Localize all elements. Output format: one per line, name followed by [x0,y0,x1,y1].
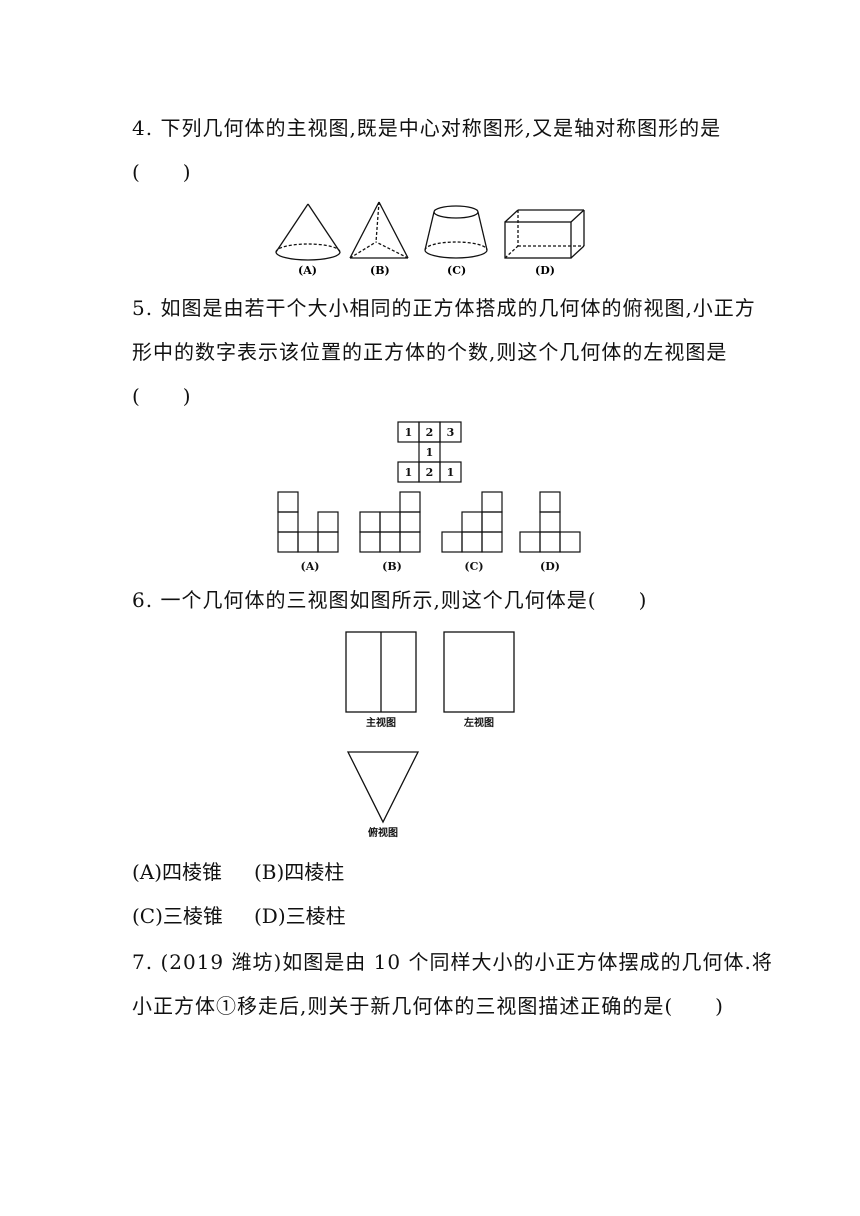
left-view [443,631,515,713]
cone-solid [275,203,341,261]
q5-top-view-grid: 1 2 3 1 1 2 1 [397,421,462,483]
grid-cell: 1 [426,446,434,459]
grid-cell: 1 [405,426,413,439]
pyramid-solid [349,201,409,259]
q4-option-b: (B) [370,264,390,277]
q7-text-line-1: 7. (2019 潍坊)如图是由 10 个同样大小的小正方体摆成的几何体.将 [132,950,773,974]
q5-text-line-1: 5. 如图是由若干个大小相同的正方体搭成的几何体的俯视图,小正方 [132,296,756,320]
front-view-label: 主视图 [366,716,396,729]
option-d-view [519,491,581,553]
grid-cell: 1 [447,466,455,479]
q5-option-a: (A) [301,560,320,573]
option-b-view [359,491,421,553]
q5-option-c: (C) [464,560,483,573]
top-view-label: 俯视图 [368,826,398,839]
q4-option-d: (D) [535,264,555,277]
frustum-solid [424,205,488,259]
q5-answer-blank: ( ) [132,384,192,408]
q5-options-figure: (A) (B) (C) (D) [277,491,581,573]
q5-option-d: (D) [540,560,560,573]
grid-cell: 2 [426,466,434,479]
q4-option-c: (C) [447,264,466,277]
q6-text-line-1: 6. 一个几何体的三视图如图所示,则这个几何体是( ) [132,588,648,612]
q4-text-line-1: 4. 下列几何体的主视图,既是中心对称图形,又是轴对称图形的是 [132,116,722,140]
q5-option-b: (B) [382,560,402,573]
q4-answer-blank: ( ) [132,160,192,184]
grid-cell: 1 [405,466,413,479]
q4-option-a: (A) [298,264,317,277]
cuboid-solid [504,209,585,259]
q6-choice-a: (A)四棱锥 [132,860,223,884]
grid-cell: 2 [426,426,434,439]
q4-solids-figure: (A) (B) (C) (D) [275,201,585,277]
left-view-label: 左视图 [463,716,494,729]
q7-text-line-2: 小正方体①移走后,则关于新几何体的三视图描述正确的是( ) [132,994,724,1018]
q6-three-views-figure: 主视图 左视图 俯视图 [345,631,515,839]
grid-cell: 3 [447,426,455,439]
q6-choice-b: (B)四棱柱 [254,860,345,884]
q5-text-line-2: 形中的数字表示该位置的正方体的个数,则这个几何体的左视图是 [132,340,728,364]
q6-choice-c: (C)三棱锥 [132,904,223,928]
option-a-view [277,491,339,553]
q6-choice-d: (D)三棱柱 [254,904,346,928]
top-view [346,751,420,824]
front-view [345,631,417,713]
option-c-view [441,491,503,553]
